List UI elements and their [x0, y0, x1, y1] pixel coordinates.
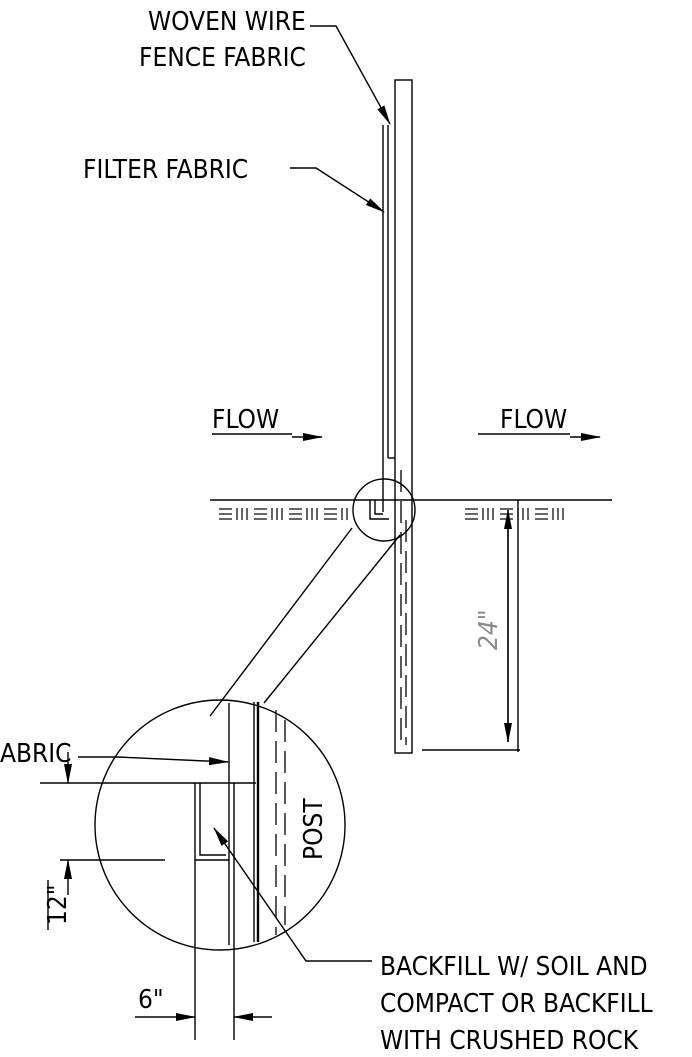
backfill-note-2: COMPACT OR BACKFILL — [380, 989, 653, 1019]
trench-width-text: 6" — [138, 985, 164, 1015]
fence-elevation: 24" FLOW FLOW WOVEN WIRE FENCE FABRIC FI… — [83, 7, 612, 754]
woven-wire-label: WOVEN WIRE — [148, 7, 306, 37]
filter-fabric-detail-leader — [78, 756, 229, 766]
enlarged-trench-detail: POST ABRIC 12" 6" — [0, 699, 372, 1040]
fence-post — [394, 79, 413, 754]
flow-label-right: FLOW — [500, 405, 567, 435]
flow-label-left: FLOW — [212, 405, 279, 435]
backfill-note-1: BACKFILL W/ SOIL AND — [380, 952, 648, 982]
soil-hatch-left — [219, 508, 348, 520]
soil-hatch-right — [465, 508, 564, 520]
enlarged-detail-circle — [94, 699, 346, 951]
woven-wire-leader — [310, 25, 391, 125]
backfill-note-3: WITH CRUSHED ROCK — [380, 1026, 639, 1056]
woven-wire-label-2: FENCE FABRIC — [139, 43, 306, 73]
backfill-leader — [213, 827, 372, 962]
post-label: POST — [299, 798, 329, 860]
detail-callout-circle — [352, 478, 416, 542]
depth-dimension-text: 24" — [474, 609, 504, 650]
filter-fabric-detail-label: ABRIC — [0, 739, 72, 769]
filter-fabric-leader — [290, 167, 385, 213]
filter-fabric-label: FILTER FABRIC — [83, 155, 248, 185]
